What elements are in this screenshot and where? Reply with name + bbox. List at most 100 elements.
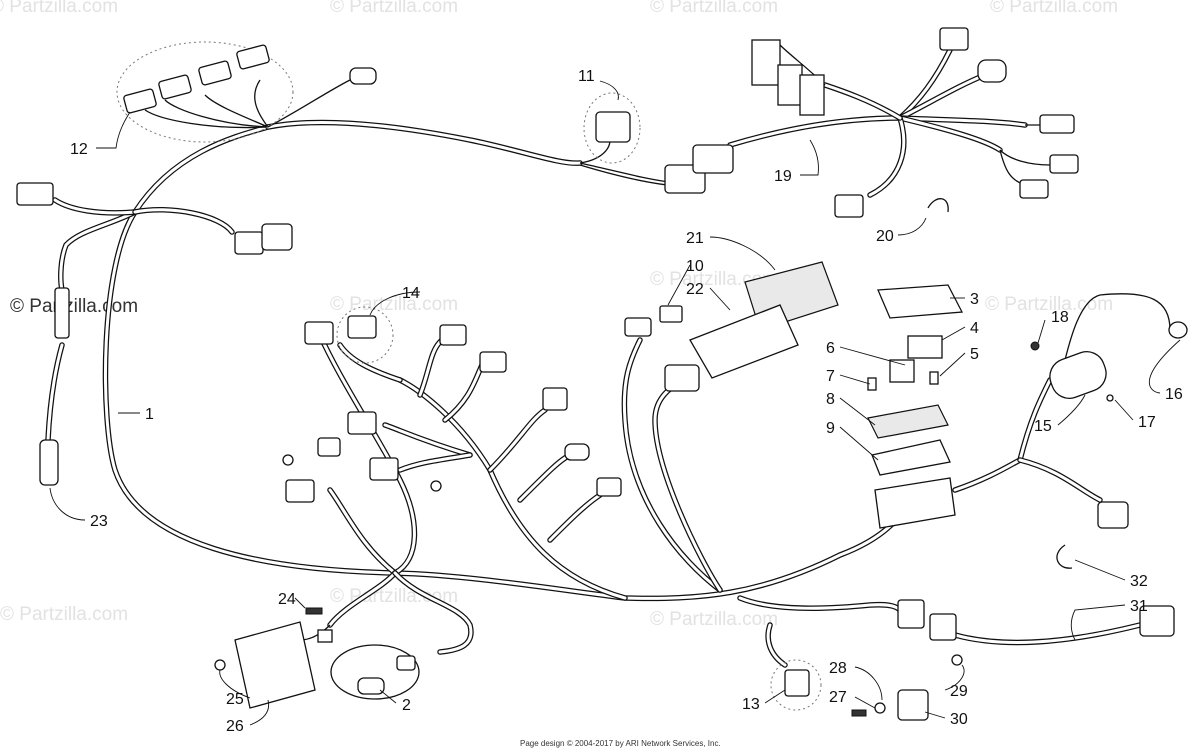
- watermark: © Partzilla.com: [330, 0, 458, 17]
- callout-20: 20: [876, 228, 894, 245]
- fuse-block: [799, 74, 825, 116]
- watermark: © Partzilla.com: [0, 604, 128, 625]
- thin-wires: [144, 44, 1171, 641]
- connector: [236, 44, 270, 70]
- connector: [198, 60, 232, 86]
- connector: [542, 387, 568, 411]
- callout-9: 9: [826, 420, 835, 437]
- watermark: © Partzilla.com: [0, 0, 118, 17]
- clip-20: [927, 198, 949, 213]
- fuse-block: [751, 39, 781, 86]
- callout-24: 24: [278, 591, 296, 608]
- fuse-block: [777, 64, 803, 106]
- callout-32: 32: [1130, 573, 1148, 590]
- connector: [596, 477, 622, 497]
- regulator-26: [234, 621, 316, 709]
- connector: [692, 144, 734, 174]
- nut-18: [1030, 341, 1040, 351]
- fuse-box-group: [867, 284, 964, 529]
- fuel-pump-group: [1030, 321, 1188, 529]
- callout-14: 14: [402, 285, 420, 302]
- callout-17: 17: [1138, 414, 1156, 431]
- callout-8: 8: [826, 391, 835, 408]
- callout-18: 18: [1051, 309, 1069, 326]
- watermark: © Partzilla.com: [985, 294, 1113, 315]
- terminal: [1039, 114, 1075, 134]
- connector-14: [347, 315, 377, 339]
- screw-24: [305, 607, 323, 615]
- washer-28: [874, 702, 886, 714]
- callout-3: 3: [970, 291, 979, 308]
- watermark: © Partzilla.com: [330, 294, 458, 315]
- clip-32: [1056, 544, 1073, 569]
- fuse-7: [867, 377, 877, 391]
- connectors-left: [16, 182, 293, 486]
- connectors-middle: [282, 315, 622, 503]
- fuse-box-base: [874, 477, 956, 529]
- group-12-outline: [116, 41, 294, 143]
- screw-17: [1106, 394, 1114, 402]
- callout-5: 5: [970, 346, 979, 363]
- fuse-box-cover-3: [877, 284, 964, 319]
- callout-13: 13: [742, 696, 760, 713]
- ecu-22: [689, 304, 799, 379]
- connector-cap: [349, 67, 377, 85]
- connector: [317, 629, 333, 643]
- watermark-main: © Partzilla.com: [10, 296, 138, 317]
- connector: [158, 74, 192, 100]
- connector: [664, 364, 700, 392]
- connector-cap: [977, 59, 1007, 83]
- watermark: © Partzilla.com: [650, 0, 778, 17]
- fuse-panel-8: [867, 404, 949, 439]
- callout-7: 7: [826, 368, 835, 385]
- connector: [261, 223, 293, 251]
- connector: [834, 194, 864, 218]
- relay-4: [907, 335, 943, 359]
- callout-6: 6: [826, 340, 835, 357]
- connector-10: [659, 305, 683, 323]
- connector: [1097, 501, 1129, 529]
- watermark: © Partzilla.com: [990, 0, 1118, 17]
- cable-loop-2: [330, 644, 420, 700]
- callout-22: 22: [686, 281, 704, 298]
- ring-terminal: [430, 480, 442, 492]
- watermark-layer: © Partzilla.com © Partzilla.com © Partzi…: [0, 0, 1118, 630]
- fuse-5: [929, 371, 939, 385]
- connector-31: [1139, 605, 1175, 637]
- callout-27: 27: [829, 689, 847, 706]
- callout-12: 12: [70, 141, 88, 158]
- relay-6: [889, 359, 915, 383]
- sensor-group-27-30: [851, 654, 963, 721]
- connectors-group-12: [123, 44, 377, 114]
- connector: [304, 321, 334, 345]
- connector-11: [595, 111, 631, 143]
- callout-26: 26: [226, 718, 244, 735]
- callout-labels: 1 2 3 4 5 6 7 8 9 10 11 12 13 14 15 16 1…: [70, 68, 1183, 735]
- footer-copyright: Page design © 2004-2017 by ARI Network S…: [520, 739, 721, 748]
- group-11-outline: [583, 92, 641, 164]
- callout-31: 31: [1130, 598, 1148, 615]
- watermark: © Partzilla.com: [330, 586, 458, 607]
- screw-27: [851, 709, 867, 717]
- connector-cap: [564, 443, 590, 461]
- connector: [317, 437, 341, 457]
- sensor-30: [897, 689, 929, 721]
- group-14-outline: [336, 306, 394, 364]
- connector: [624, 317, 652, 337]
- fuel-pump-15: [1049, 351, 1107, 399]
- main-harness: [45, 115, 1143, 668]
- seal-9: [871, 439, 951, 476]
- plug-16: [1168, 321, 1188, 339]
- nut-29: [951, 654, 963, 666]
- connector: [396, 655, 416, 671]
- connector: [234, 231, 264, 255]
- nut-25: [214, 659, 226, 671]
- callout-1: 1: [145, 406, 154, 423]
- callout-30: 30: [950, 711, 968, 728]
- sub-harness-branches: [337, 47, 1028, 543]
- terminal: [1019, 179, 1049, 199]
- callout-21: 21: [686, 230, 704, 247]
- regulator-group: [214, 607, 333, 709]
- connector: [123, 88, 157, 114]
